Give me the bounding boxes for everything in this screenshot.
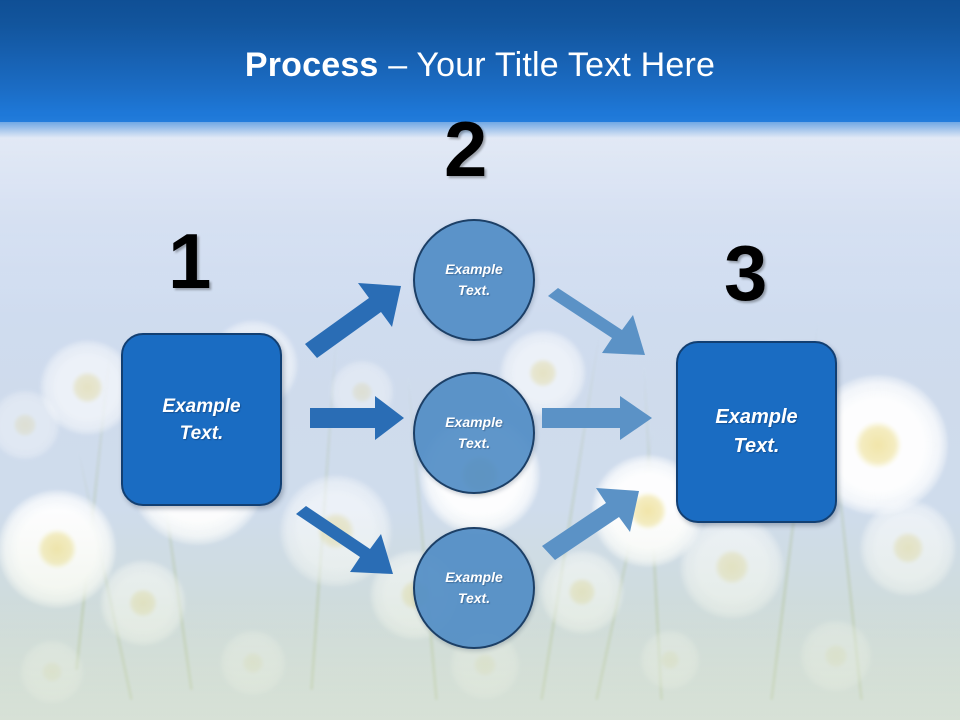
process-box-left-line1: Example (162, 395, 241, 417)
process-box-left[interactable]: Example Text. (121, 333, 282, 506)
process-circle-middle[interactable]: Example Text. (413, 372, 535, 494)
process-circle-top[interactable]: Example Text. (413, 219, 535, 341)
process-circle-middle-line1: Example (445, 414, 503, 430)
title-band (0, 0, 960, 122)
process-circle-top-line2: Text. (457, 282, 491, 298)
page-title-rest: – Your Title Text Here (378, 46, 716, 84)
title-band-blend (0, 112, 960, 138)
process-circle-middle-line2: Text. (457, 435, 491, 451)
process-circle-bottom[interactable]: Example Text. (413, 527, 535, 649)
process-box-right[interactable]: Example Text. (676, 341, 837, 523)
process-box-left-line2: Text. (179, 422, 224, 444)
process-box-right-line2: Text. (733, 435, 780, 457)
page-title-strong: Process (244, 46, 379, 84)
step-number-3: 3 (724, 229, 768, 317)
process-circle-top-label: Example Text. (445, 259, 503, 301)
process-circle-middle-label: Example Text. (445, 412, 503, 454)
process-circle-bottom-label: Example Text. (445, 567, 503, 609)
step-number-1: 1 (168, 217, 212, 305)
process-box-right-label: Example Text. (715, 403, 797, 461)
step-number-2: 2 (444, 105, 488, 193)
page-title: Process – Your Title Text Here (0, 46, 960, 85)
process-box-right-line1: Example (715, 406, 798, 428)
process-circle-top-line1: Example (445, 261, 503, 277)
process-circle-bottom-line1: Example (445, 569, 503, 585)
process-circle-bottom-line2: Text. (457, 590, 491, 606)
process-box-left-label: Example Text. (162, 393, 240, 447)
